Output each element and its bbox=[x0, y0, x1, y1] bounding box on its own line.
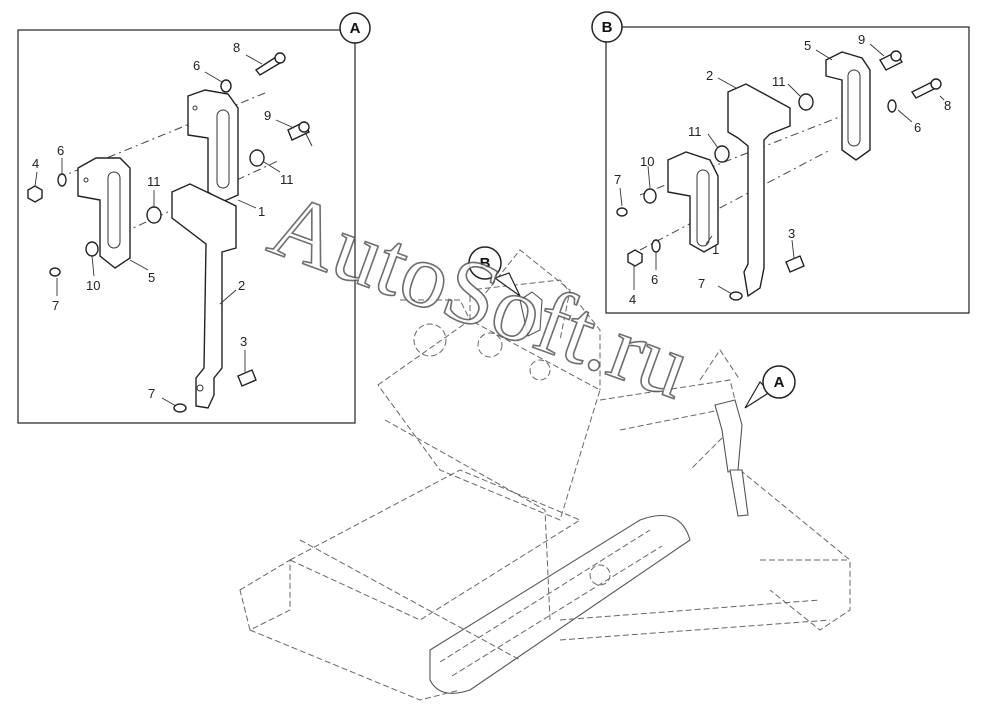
label-a-7-bottom: 7 bbox=[148, 386, 155, 401]
detail-b-panel: 5 9 2 11 8 6 11 10 7 1 3 6 4 7 bbox=[605, 26, 970, 314]
callout-b-top: B bbox=[591, 11, 623, 43]
label-a-9: 9 bbox=[264, 108, 271, 123]
label-b-9: 9 bbox=[858, 32, 865, 47]
label-a-11-upper: 11 bbox=[280, 172, 294, 187]
machine-drawing bbox=[239, 249, 851, 701]
label-a-8: 8 bbox=[233, 40, 240, 55]
label-a-10: 10 bbox=[86, 278, 100, 293]
label-b-4: 4 bbox=[629, 292, 636, 307]
svg-text:A: A bbox=[774, 374, 785, 391]
callout-b-machine: B bbox=[468, 246, 521, 297]
label-a-6-left: 6 bbox=[57, 143, 64, 158]
svg-text:B: B bbox=[602, 19, 613, 36]
label-b-7-bottom: 7 bbox=[698, 276, 705, 291]
label-b-1: 1 bbox=[712, 242, 719, 257]
label-a-5: 5 bbox=[148, 270, 155, 285]
callout-a-top: A bbox=[339, 12, 371, 44]
label-b-10: 10 bbox=[640, 154, 654, 169]
label-a-4: 4 bbox=[32, 156, 39, 171]
label-b-11-lower: 11 bbox=[688, 124, 702, 139]
svg-text:B: B bbox=[480, 255, 491, 272]
label-b-6-lower: 6 bbox=[651, 272, 658, 287]
label-a-2: 2 bbox=[238, 278, 245, 293]
label-a-3: 3 bbox=[240, 334, 247, 349]
svg-text:A: A bbox=[350, 20, 361, 37]
label-a-7-left: 7 bbox=[52, 298, 59, 313]
label-b-7-left: 7 bbox=[614, 172, 621, 187]
label-a-6-top: 6 bbox=[193, 58, 200, 73]
label-b-8: 8 bbox=[944, 98, 951, 113]
label-b-11-upper: 11 bbox=[772, 74, 786, 89]
callout-a-machine: A bbox=[744, 365, 796, 409]
detail-a-panel: 8 6 9 4 6 11 11 1 2 5 7 10 3 7 bbox=[17, 28, 356, 424]
label-b-6-right: 6 bbox=[914, 120, 921, 135]
label-b-3: 3 bbox=[788, 226, 795, 241]
label-b-2: 2 bbox=[706, 68, 713, 83]
label-a-1: 1 bbox=[258, 204, 265, 219]
label-a-11-lower: 11 bbox=[147, 174, 161, 189]
label-b-5: 5 bbox=[804, 38, 811, 53]
